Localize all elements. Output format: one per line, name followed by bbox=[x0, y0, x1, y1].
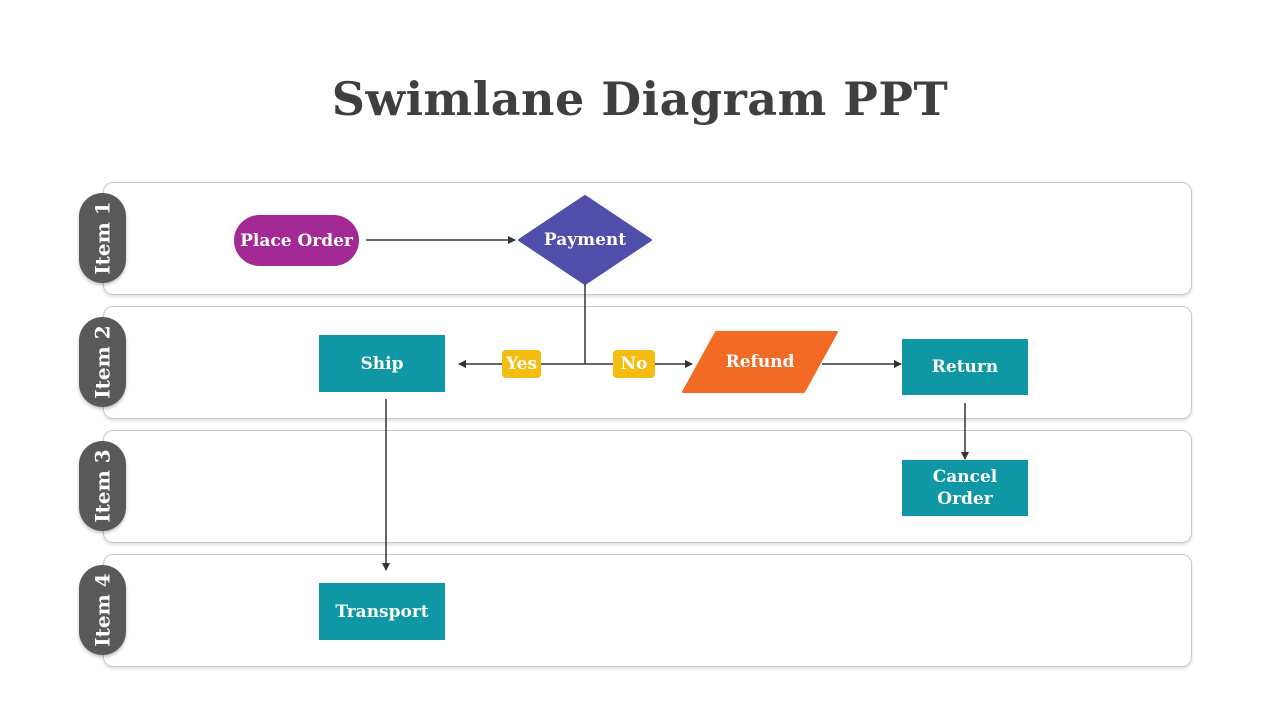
cancel-order-node: Cancel Order bbox=[902, 460, 1028, 516]
lane-tab-item-2: Item 2 bbox=[79, 317, 126, 407]
no-branch-label: No bbox=[613, 350, 655, 378]
ship-node: Ship bbox=[319, 335, 445, 392]
payment-node-label: Payment bbox=[543, 230, 627, 250]
page-title: Swimlane Diagram PPT bbox=[331, 72, 949, 126]
lane-tab-item-4: Item 4 bbox=[79, 565, 126, 655]
lane-tab-item-1: Item 1 bbox=[79, 193, 126, 283]
swimlane-4 bbox=[103, 554, 1192, 667]
yes-branch-label: Yes bbox=[502, 350, 541, 378]
refund-node-label: Refund bbox=[725, 352, 795, 372]
return-node: Return bbox=[902, 339, 1028, 395]
place-order-node: Place Order bbox=[234, 215, 359, 266]
lane-tab-item-3: Item 3 bbox=[79, 441, 126, 531]
transport-node: Transport bbox=[319, 583, 445, 640]
refund-io-shape bbox=[682, 331, 838, 393]
